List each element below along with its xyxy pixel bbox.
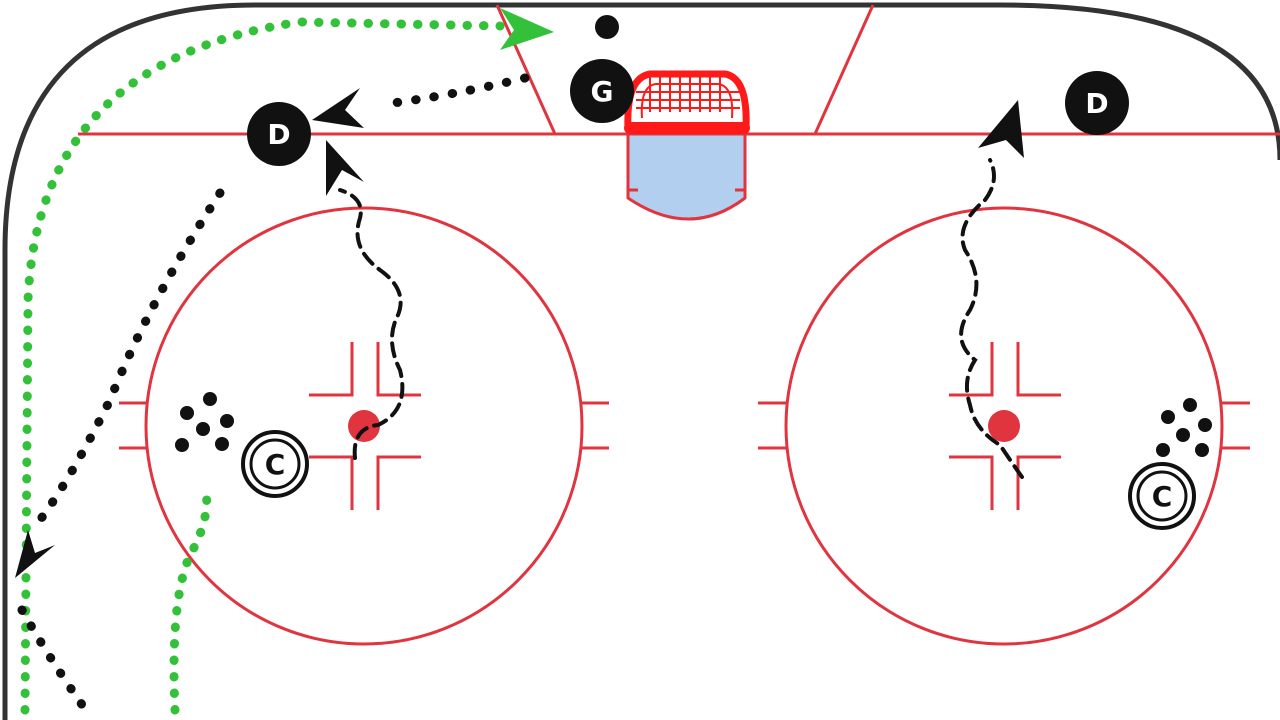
goalie-label: G bbox=[591, 75, 614, 108]
goalie-marker bbox=[570, 59, 634, 123]
pass-path-bottom bbox=[17, 605, 95, 720]
player-defense-left: D bbox=[247, 102, 311, 166]
player-defense-right: D bbox=[1065, 71, 1129, 135]
skate-arrow-head-right bbox=[978, 100, 1024, 158]
puck-pile-right bbox=[1156, 398, 1212, 457]
paths bbox=[15, 8, 1024, 720]
faceoff-dot-right bbox=[988, 410, 1020, 442]
pucks bbox=[175, 15, 1212, 457]
pass-path-goalie-to-d bbox=[380, 73, 530, 109]
defense-label: D bbox=[267, 118, 290, 151]
player-goalie: G bbox=[570, 59, 634, 123]
skate-arrow-head-left bbox=[326, 140, 364, 196]
green-arrow-head bbox=[500, 8, 554, 50]
skate-with-puck-left bbox=[338, 188, 405, 460]
coach-right: C bbox=[1128, 462, 1196, 530]
coach-left: C bbox=[241, 430, 309, 498]
pass-arrow-head-corner bbox=[15, 530, 55, 578]
trapezoid-line-left bbox=[495, 4, 557, 135]
faceoff-dot-left bbox=[348, 410, 380, 442]
faceoff-circle-left bbox=[119, 206, 609, 646]
coach-label: C bbox=[1152, 480, 1173, 513]
green-skate-path-outer bbox=[20, 17, 505, 715]
defense-label: D bbox=[1085, 87, 1108, 120]
coach-marker-inner bbox=[249, 438, 301, 490]
goal-net bbox=[624, 70, 750, 134]
coach-label: C bbox=[265, 448, 286, 481]
pass-arrow-head-d bbox=[312, 88, 364, 128]
pass-path-d-to-corner bbox=[35, 188, 225, 525]
trapezoid-line-right bbox=[813, 4, 875, 135]
goal-crease bbox=[626, 132, 747, 221]
faceoff-circle-right bbox=[758, 206, 1250, 646]
puck bbox=[595, 15, 619, 39]
skate-with-puck-right bbox=[959, 158, 1024, 479]
puck-pile-left bbox=[175, 392, 234, 452]
defense-marker bbox=[247, 102, 311, 166]
coach-marker-inner bbox=[1136, 470, 1188, 522]
green-skate-path bbox=[169, 485, 212, 715]
defense-marker bbox=[1065, 71, 1129, 135]
